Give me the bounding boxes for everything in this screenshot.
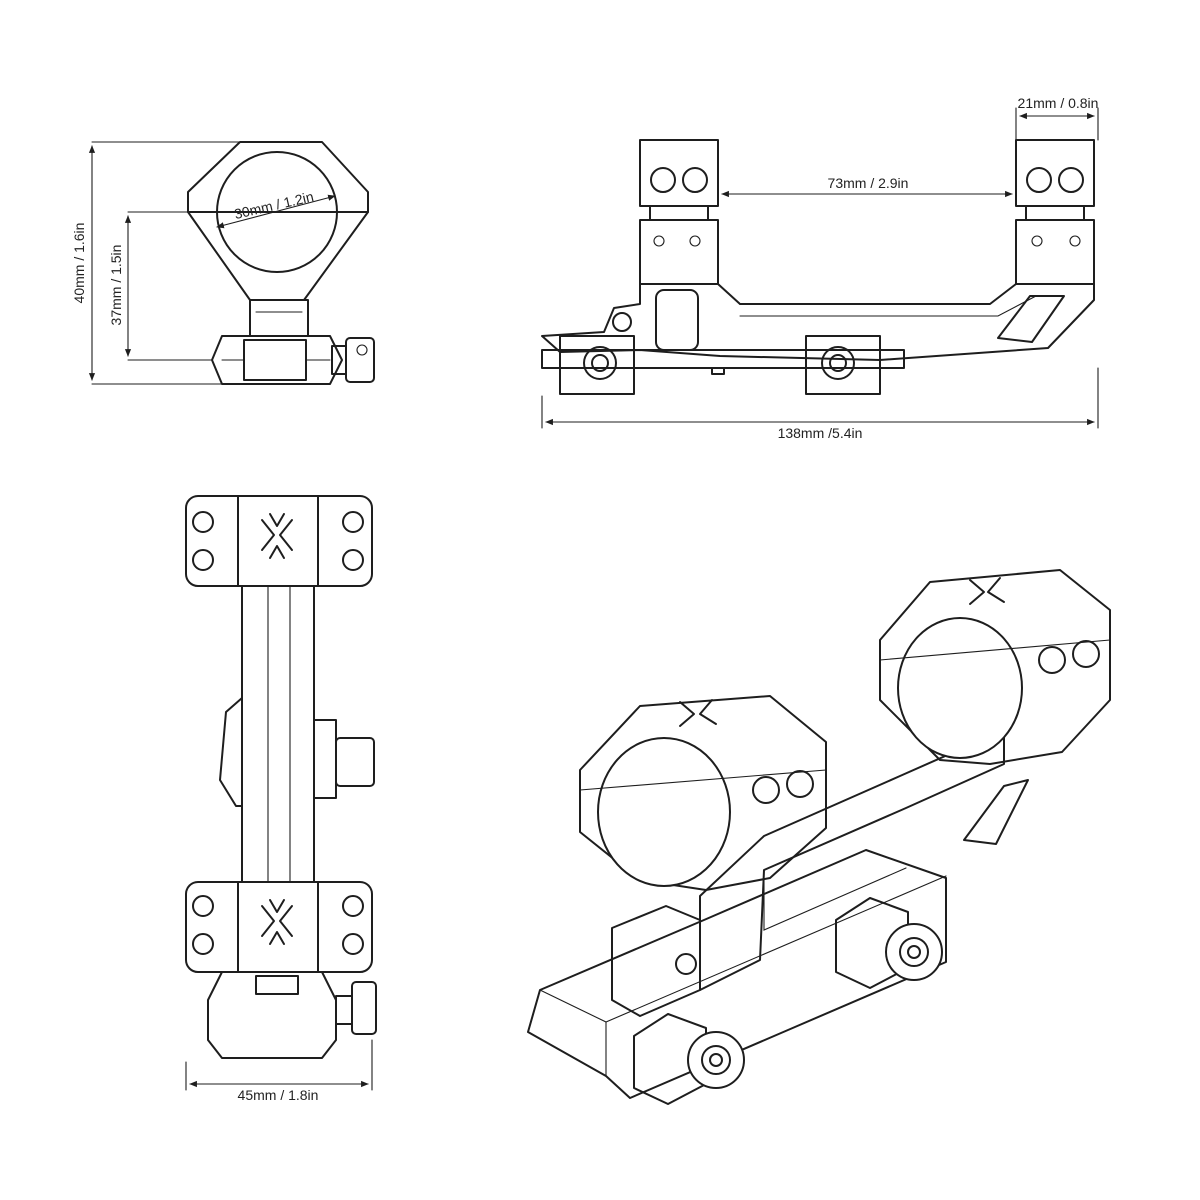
top-view	[185, 495, 377, 1059]
front-height-total-label: 40mm / 1.6in	[71, 223, 87, 304]
front-view	[187, 141, 375, 385]
base-width-label: 45mm / 1.8in	[238, 1087, 319, 1103]
top-dimension-lines	[185, 1039, 373, 1091]
front-dimension-lines	[88, 141, 336, 385]
ring-width-label: 21mm / 0.8in	[1018, 95, 1099, 111]
overall-length-label: 138mm /5.4in	[778, 425, 863, 441]
side-view	[541, 139, 1095, 395]
front-height-center-label: 37mm / 1.5in	[108, 245, 124, 326]
ring-diameter-label: 30mm / 1.2in	[233, 188, 315, 222]
ring-spacing-label: 73mm / 2.9in	[828, 175, 909, 191]
isometric-view	[527, 569, 1111, 1105]
side-dimension-lines	[541, 107, 1099, 429]
